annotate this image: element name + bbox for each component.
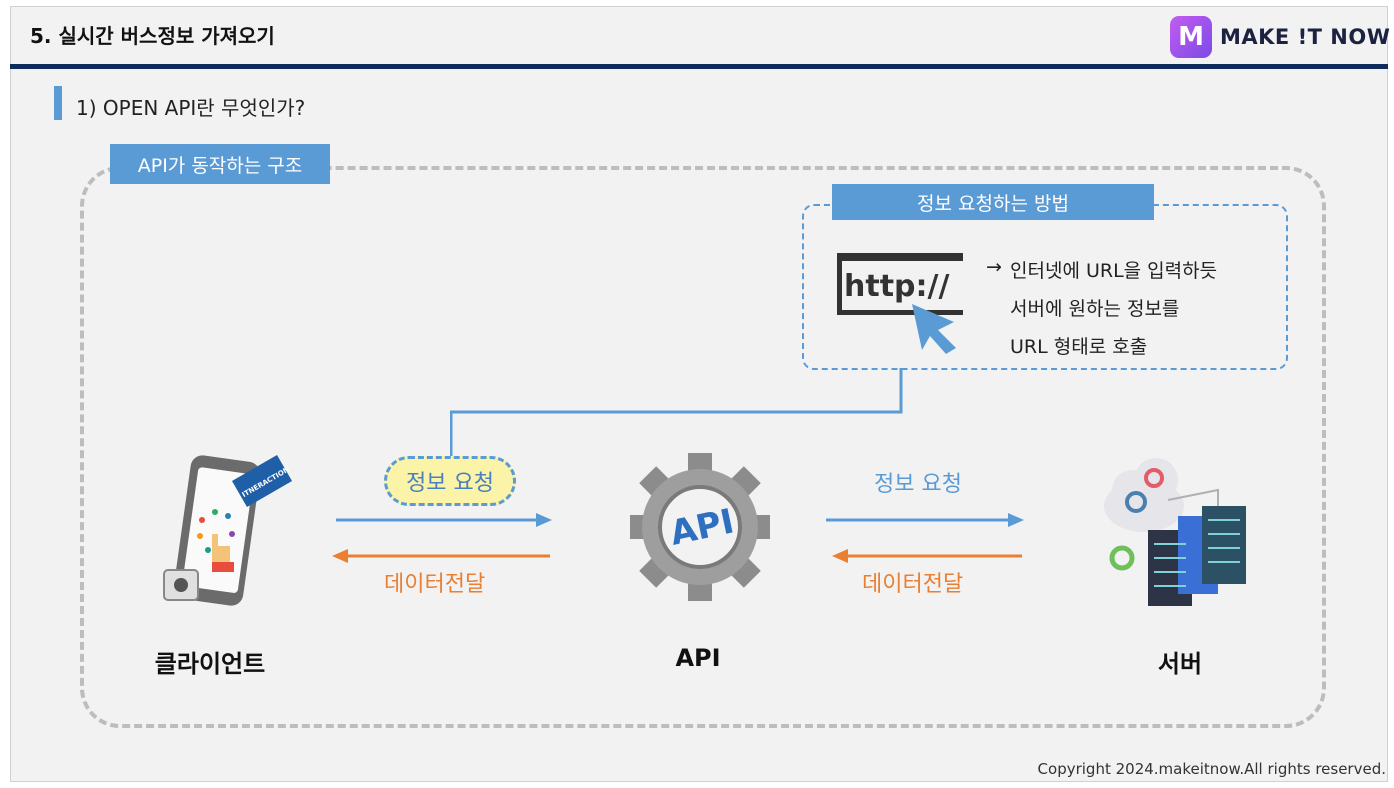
node-label-client: 클라이언트: [154, 650, 266, 678]
http-cursor-icon: http://: [837, 253, 963, 354]
request-label-right: 정보 요청: [874, 472, 962, 497]
node-label-api: API: [675, 644, 721, 672]
request-pill: 정보 요청: [384, 456, 516, 506]
api-structure-frame: [80, 166, 1326, 728]
smartphone-client-icon: ITNERACTION: [163, 455, 293, 606]
slide-background: [10, 6, 1388, 782]
brand-logo: M MAKE !T NOW: [1170, 16, 1390, 58]
arrow-icon: →: [986, 256, 1002, 278]
http-text: http://: [844, 269, 949, 304]
api-gear-icon: API: [630, 453, 770, 601]
header-divider: [10, 64, 1388, 69]
copyright-text: Copyright 2024.makeitnow.All rights rese…: [1037, 760, 1386, 778]
request-arrow-right: [826, 513, 1024, 527]
request-arrow-left: [336, 513, 552, 527]
data-transfer-label-left: 데이터전달: [384, 572, 486, 597]
server-cloud-icon: [1104, 458, 1246, 606]
logo-mark-icon: M: [1170, 16, 1212, 58]
node-label-server: 서버: [1157, 650, 1203, 678]
description-line-1: 인터넷에 URL을 입력하듯: [1010, 260, 1218, 282]
description-line-2: 서버에 원하는 정보를: [1010, 298, 1180, 320]
description-line-3: URL 형태로 호출: [1010, 336, 1148, 358]
data-arrow-right: [832, 549, 1022, 563]
data-transfer-label-right: 데이터전달: [862, 572, 964, 597]
connector-line: [450, 368, 903, 458]
logo-text: MAKE !T NOW: [1220, 25, 1391, 49]
section-title: 1) OPEN API란 무엇인가?: [76, 96, 306, 120]
section-marker: [54, 86, 62, 120]
data-arrow-left: [332, 549, 550, 563]
api-structure-label: API가 동작하는 구조: [110, 144, 330, 184]
page-title: 5. 실시간 버스정보 가져오기: [30, 24, 275, 48]
request-method-label: 정보 요청하는 방법: [832, 184, 1154, 220]
